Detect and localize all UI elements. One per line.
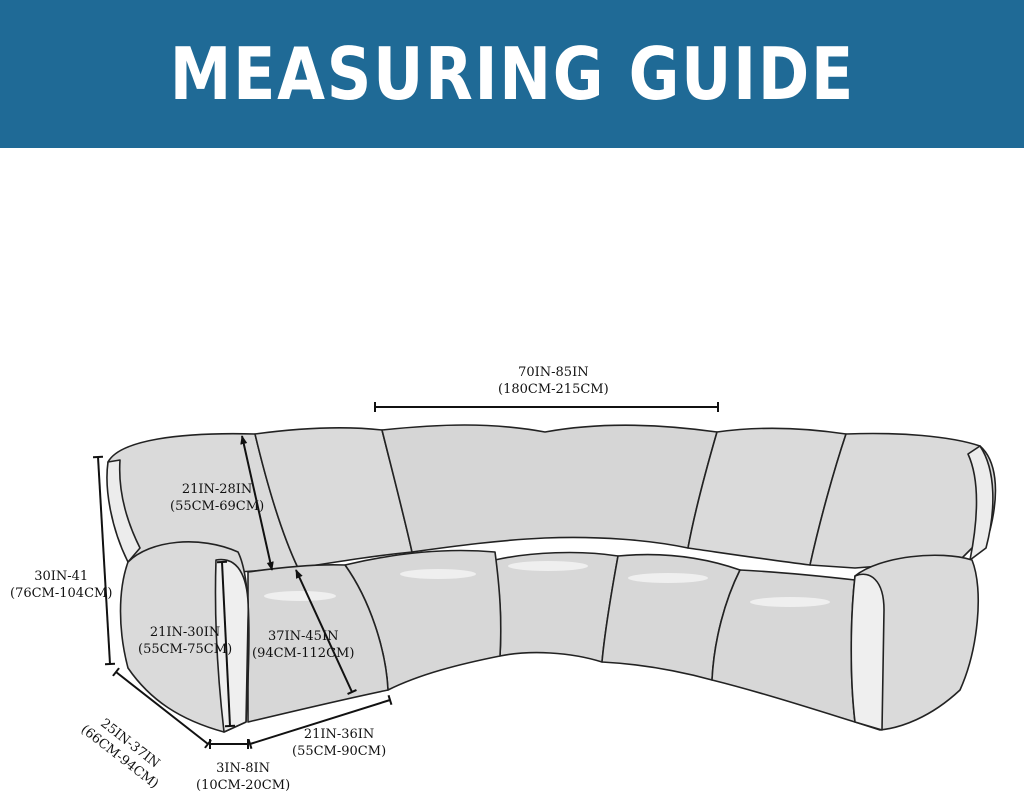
arm-height-line <box>216 560 236 728</box>
right-arm-front <box>850 573 885 731</box>
sofa-body <box>106 424 997 733</box>
back-cushion-right-outer <box>809 432 997 569</box>
measuring-diagram: 70IN-85IN (180CM-215CM) 21IN-28IN (55CM-… <box>0 148 1024 798</box>
total-height-line <box>92 455 116 666</box>
seat-width-line <box>247 694 393 750</box>
arm-width-label: 3IN-8IN (10CM-20CM) <box>196 761 291 793</box>
page-title: MEASURING GUIDE <box>169 32 855 116</box>
back-cushion-corner <box>381 424 718 553</box>
seat-depth-line <box>295 569 357 695</box>
seat-right-1 <box>711 569 856 723</box>
back-height-label: 21IN-28IN (55CM-69CM) <box>170 482 265 514</box>
arm-height-label: 21IN-30IN (55CM-75CM) <box>138 625 233 657</box>
overall-width-label: 70IN-85IN (180CM-215CM) <box>498 365 609 397</box>
seat-width-label: 21IN-36IN (55CM-90CM) <box>292 727 387 759</box>
arm-depth-line <box>112 667 212 749</box>
header-banner: MEASURING GUIDE <box>0 0 1024 148</box>
seat-depth-label: 37IN-45IN (94CM-112CM) <box>252 629 355 661</box>
back-height-line <box>240 435 274 571</box>
dimension-lines <box>92 402 719 750</box>
total-height-label: 30IN-41 (76CM-104CM) <box>10 569 113 601</box>
sofa-illustration <box>92 402 997 750</box>
